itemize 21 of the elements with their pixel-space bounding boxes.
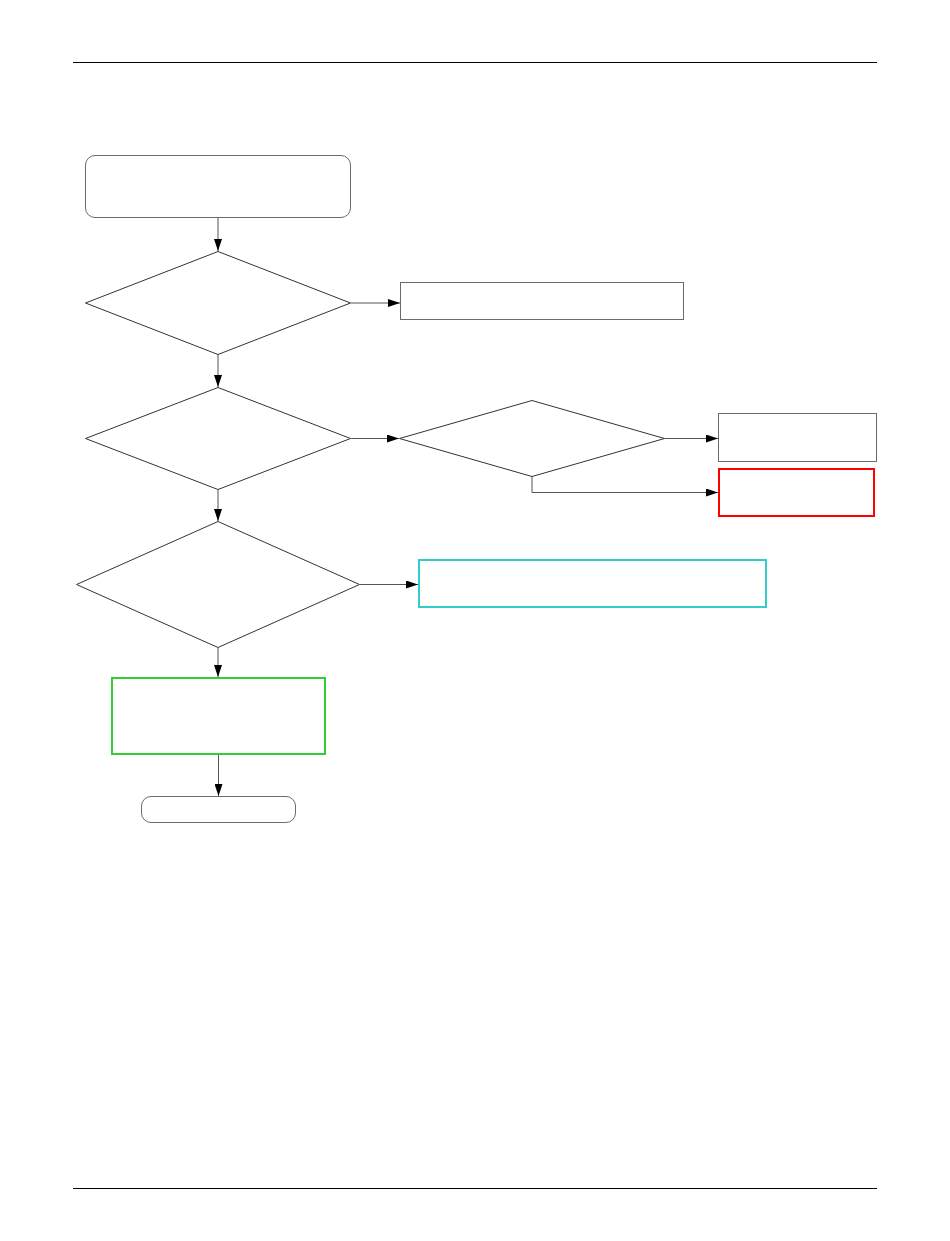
terminal-box	[141, 796, 296, 823]
process-box	[718, 468, 875, 517]
decision-diamond	[85, 387, 351, 490]
process-box	[400, 282, 684, 320]
arrow	[214, 489, 222, 522]
arrow	[664, 434, 719, 443]
decision-diamond	[76, 521, 360, 648]
decision-diamond	[85, 251, 351, 355]
process-box	[418, 559, 767, 608]
arrow	[214, 647, 222, 678]
arrow	[214, 217, 222, 252]
terminal-box	[85, 155, 351, 218]
arrow	[350, 299, 401, 307]
arrow	[531, 476, 719, 497]
arrow	[359, 580, 419, 589]
process-box	[111, 677, 326, 755]
process-box	[718, 413, 877, 462]
arrow	[214, 354, 222, 388]
decision-diamond	[399, 400, 665, 477]
arrow	[214, 754, 223, 797]
arrow	[350, 434, 400, 443]
